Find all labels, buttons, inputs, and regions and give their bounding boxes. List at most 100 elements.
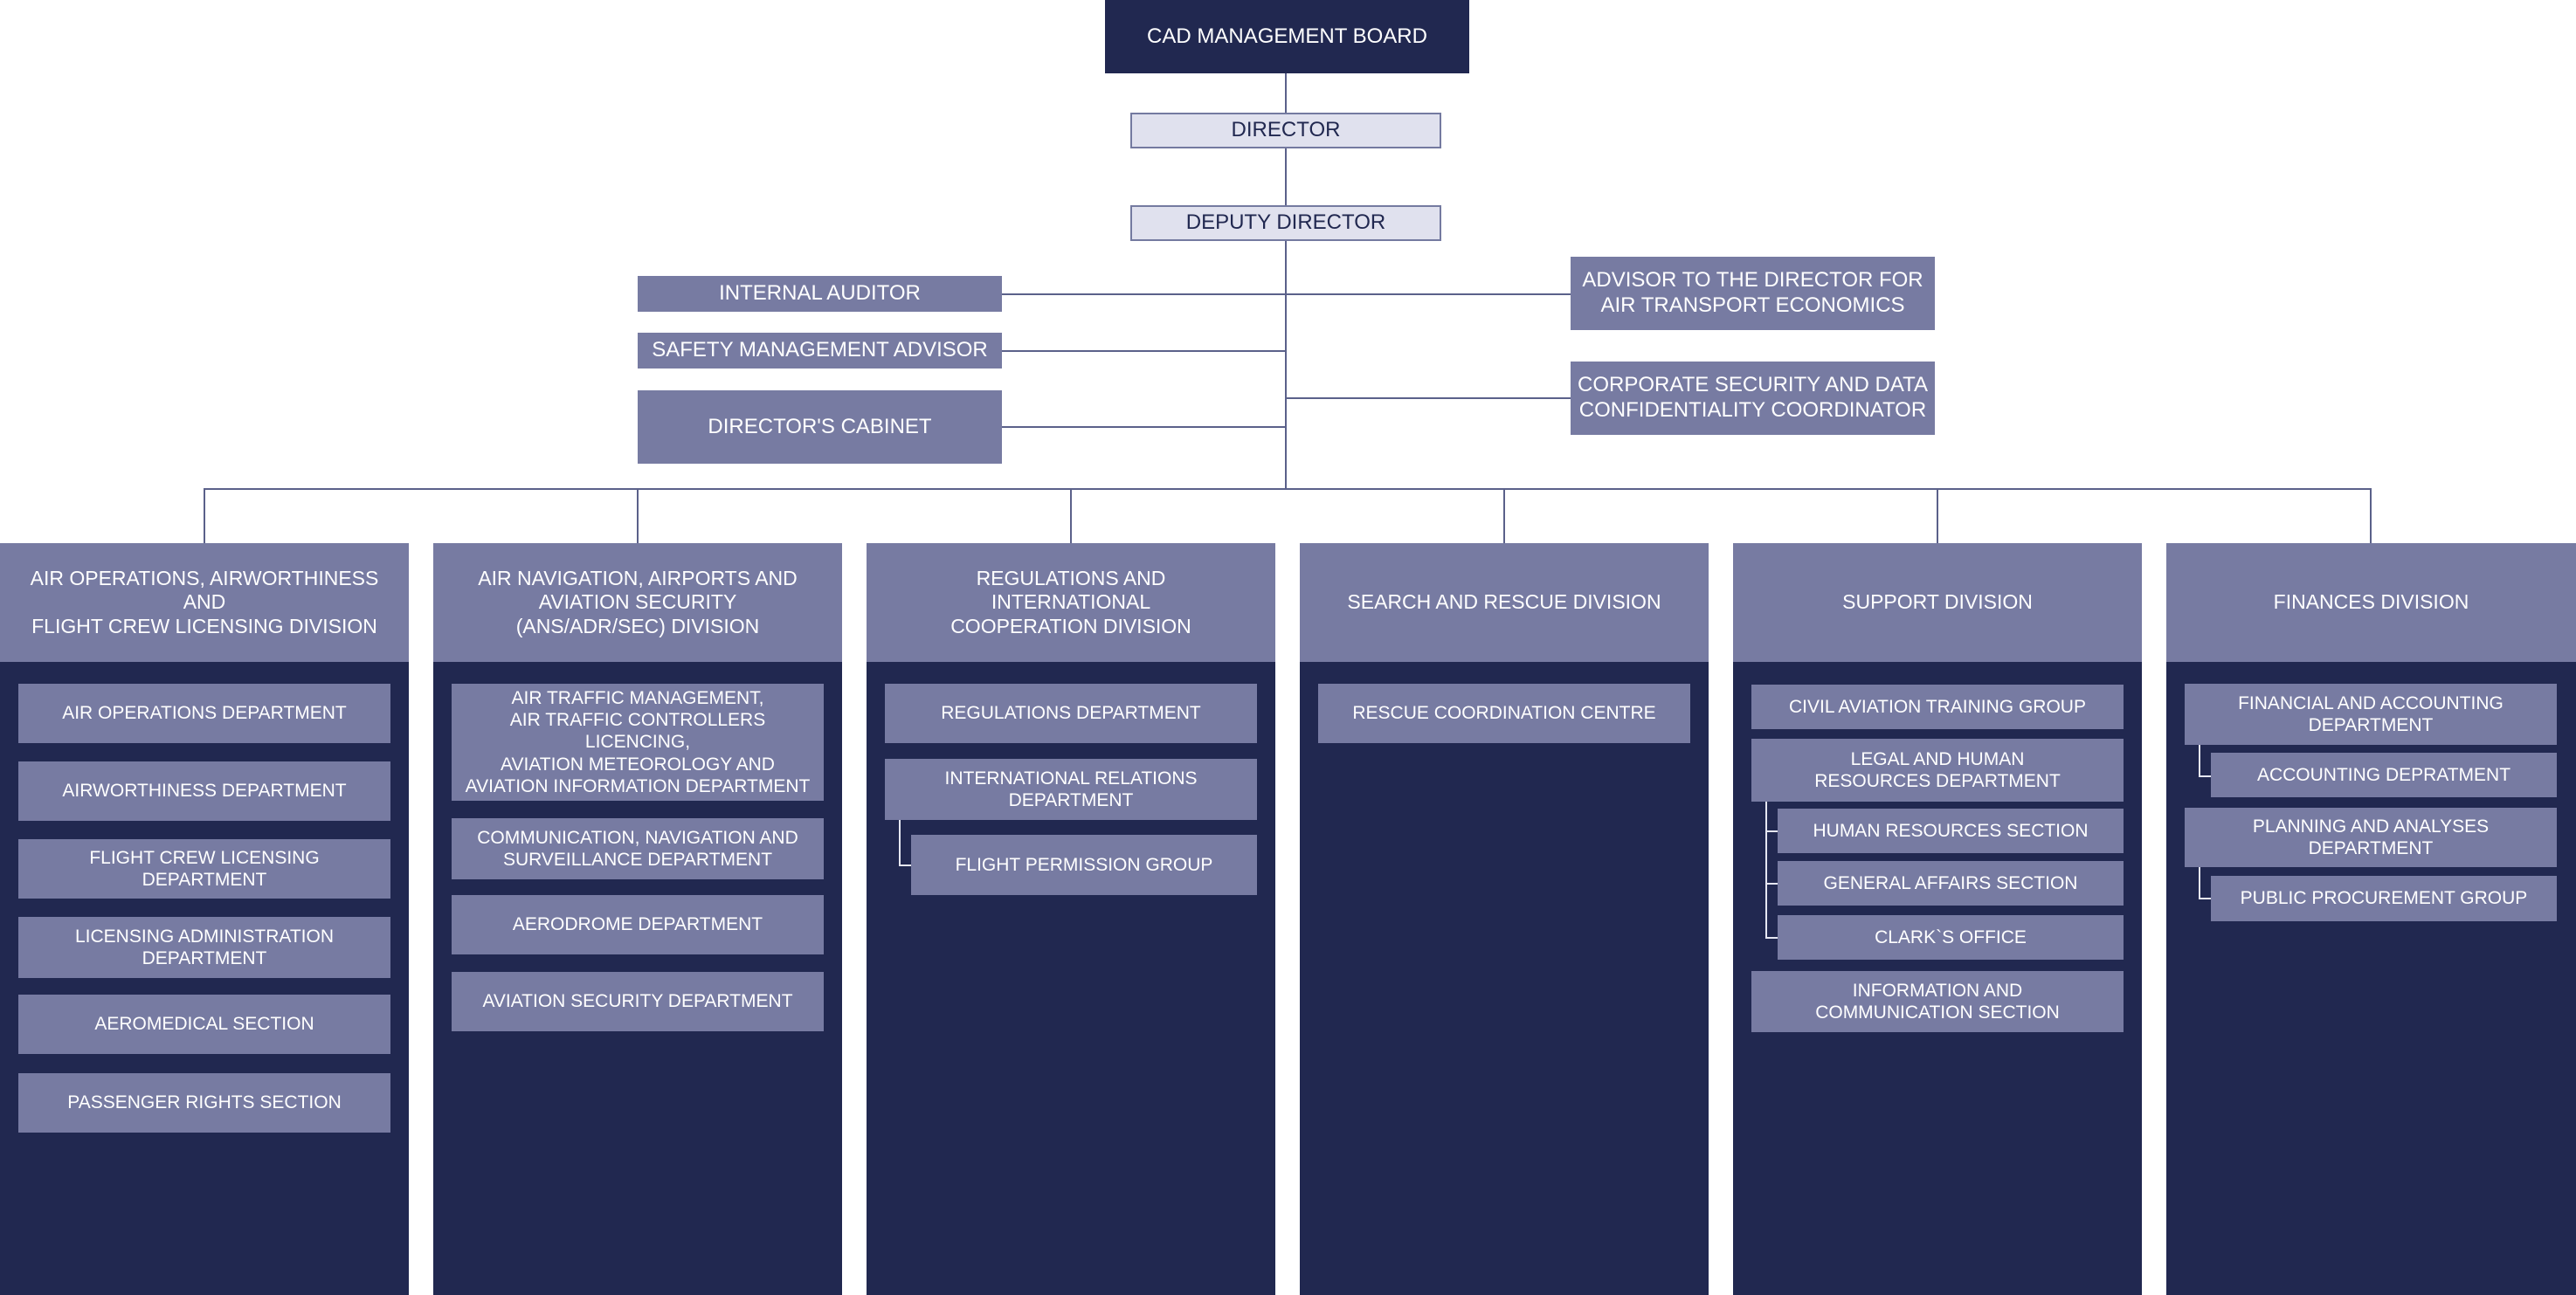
management-board-box: CAD MANAGEMENT BOARD xyxy=(1105,0,1469,73)
department-box: AIRWORTHINESS DEPARTMENT xyxy=(18,761,390,821)
connector xyxy=(204,488,205,544)
department-label: LEGAL AND HUMAN RESOURCES DEPARTMENT xyxy=(1814,748,2061,791)
connector xyxy=(1001,426,1286,428)
subunit-connector xyxy=(1765,802,1767,938)
division-panel xyxy=(867,543,1275,1295)
division-header: SUPPORT DIVISION xyxy=(1733,543,2142,662)
connector xyxy=(2370,488,2372,544)
section-label: GENERAL AFFAIRS SECTION xyxy=(1823,872,2078,893)
department-label: AIRWORTHINESS DEPARTMENT xyxy=(62,781,347,802)
department-label: AIR OPERATIONS DEPARTMENT xyxy=(62,703,347,724)
department-box: FLIGHT CREW LICENSING DEPARTMENT xyxy=(18,839,390,899)
subunit-connector xyxy=(1765,883,1778,885)
department-box: ACCOUNTING DEPRATMENT xyxy=(2211,753,2557,797)
division-header: AIR NAVIGATION, AIRPORTS AND AVIATION SE… xyxy=(433,543,842,662)
division-title: AIR OPERATIONS, AIRWORTHINESS AND FLIGHT… xyxy=(30,566,379,637)
department-box: REGULATIONS DEPARTMENT xyxy=(885,684,1257,743)
department-label: AIR TRAFFIC MANAGEMENT, AIR TRAFFIC CONT… xyxy=(465,688,811,796)
section-box: HUMAN RESOURCES SECTION xyxy=(1778,809,2124,853)
subunit-connector xyxy=(899,820,901,865)
department-label: FLIGHT CREW LICENSING DEPARTMENT xyxy=(89,847,320,890)
internal-auditor-label: INTERNAL AUDITOR xyxy=(719,281,921,306)
division-header: AIR OPERATIONS, AIRWORTHINESS AND FLIGHT… xyxy=(0,543,409,662)
department-label: LICENSING ADMINISTRATION DEPARTMENT xyxy=(75,926,334,968)
department-label: COMMUNICATION, NAVIGATION AND SURVEILLAN… xyxy=(477,827,798,870)
subunit-connector xyxy=(2199,775,2212,777)
group-label: PUBLIC PROCUREMENT GROUP xyxy=(2240,888,2528,909)
group-label: CIVIL AVIATION TRAINING GROUP xyxy=(1789,696,2086,717)
section-label: INFORMATION AND COMMUNICATION SECTION xyxy=(1815,980,2060,1023)
air-transport-economics-advisor-label: ADVISOR TO THE DIRECTOR FOR AIR TRANSPOR… xyxy=(1582,268,1923,317)
department-label: RESCUE COORDINATION CENTRE xyxy=(1352,703,1656,724)
division-header: SEARCH AND RESCUE DIVISION xyxy=(1300,543,1709,662)
connector xyxy=(1070,488,1072,544)
corporate-security-coordinator-label: CORPORATE SECURITY AND DATA CONFIDENTIAL… xyxy=(1578,373,1928,422)
department-box: PLANNING AND ANALYSES DEPARTMENT xyxy=(2185,808,2557,867)
section-box: GENERAL AFFAIRS SECTION xyxy=(1778,861,2124,906)
air-transport-economics-advisor-box: ADVISOR TO THE DIRECTOR FOR AIR TRANSPOR… xyxy=(1571,257,1935,330)
department-box: RESCUE COORDINATION CENTRE xyxy=(1318,684,1690,743)
department-box: AIR TRAFFIC MANAGEMENT, AIR TRAFFIC CONT… xyxy=(452,684,824,801)
department-box: LICENSING ADMINISTRATION DEPARTMENT xyxy=(18,917,390,978)
division-title: REGULATIONS AND INTERNATIONAL COOPERATIO… xyxy=(950,566,1191,637)
connector xyxy=(637,488,639,544)
connector xyxy=(1503,488,1505,544)
internal-auditor-box: INTERNAL AUDITOR xyxy=(638,276,1002,312)
department-label: AVIATION SECURITY DEPARTMENT xyxy=(482,991,793,1012)
connector xyxy=(1285,240,1287,489)
connector xyxy=(1285,73,1287,113)
connector xyxy=(204,488,2372,490)
safety-management-advisor-label: SAFETY MANAGEMENT ADVISOR xyxy=(652,338,988,362)
safety-management-advisor-box: SAFETY MANAGEMENT ADVISOR xyxy=(638,333,1002,369)
office-box: CLARK`S OFFICE xyxy=(1778,915,2124,960)
department-label: REGULATIONS DEPARTMENT xyxy=(941,703,1201,724)
director-label: DIRECTOR xyxy=(1231,118,1341,142)
connector xyxy=(1285,397,1572,399)
connector xyxy=(1937,488,1938,544)
director-box: DIRECTOR xyxy=(1130,113,1441,148)
office-label: CLARK`S OFFICE xyxy=(1875,926,2027,947)
department-label: PLANNING AND ANALYSES DEPARTMENT xyxy=(2252,816,2490,858)
division-title: SEARCH AND RESCUE DIVISION xyxy=(1347,590,1661,614)
corporate-security-coordinator-box: CORPORATE SECURITY AND DATA CONFIDENTIAL… xyxy=(1571,362,1935,435)
deputy-director-box: DEPUTY DIRECTOR xyxy=(1130,205,1441,241)
section-label: AEROMEDICAL SECTION xyxy=(94,1014,314,1035)
department-box: FINANCIAL AND ACCOUNTING DEPARTMENT xyxy=(2185,684,2557,745)
department-label: FINANCIAL AND ACCOUNTING DEPARTMENT xyxy=(2238,692,2503,735)
department-box: COMMUNICATION, NAVIGATION AND SURVEILLAN… xyxy=(452,818,824,879)
connector xyxy=(1001,293,1572,295)
subunit-connector xyxy=(2199,745,2200,776)
division-panel xyxy=(1300,543,1709,1295)
connector xyxy=(1285,148,1287,205)
group-box: PUBLIC PROCUREMENT GROUP xyxy=(2211,876,2557,921)
subunit-connector xyxy=(1765,937,1778,939)
group-box: CIVIL AVIATION TRAINING GROUP xyxy=(1751,685,2124,729)
subunit-connector xyxy=(1765,830,1778,832)
department-box: LEGAL AND HUMAN RESOURCES DEPARTMENT xyxy=(1751,739,2124,802)
subunit-connector xyxy=(2199,867,2200,899)
subunit-connector xyxy=(2199,898,2212,899)
connector xyxy=(1001,350,1286,352)
section-label: HUMAN RESOURCES SECTION xyxy=(1813,820,2089,841)
division-title: AIR NAVIGATION, AIRPORTS AND AVIATION SE… xyxy=(478,566,798,637)
department-label: AERODROME DEPARTMENT xyxy=(512,914,763,935)
division-header: REGULATIONS AND INTERNATIONAL COOPERATIO… xyxy=(867,543,1275,662)
section-label: PASSENGER RIGHTS SECTION xyxy=(67,1092,342,1113)
department-label: INTERNATIONAL RELATIONS DEPARTMENT xyxy=(944,768,1198,810)
directors-cabinet-label: DIRECTOR'S CABINET xyxy=(708,414,932,438)
division-title: FINANCES DIVISION xyxy=(2273,590,2469,614)
department-box: AIR OPERATIONS DEPARTMENT xyxy=(18,684,390,743)
group-box: FLIGHT PERMISSION GROUP xyxy=(911,835,1257,895)
deputy-director-label: DEPUTY DIRECTOR xyxy=(1185,210,1386,235)
division-header: FINANCES DIVISION xyxy=(2166,543,2576,662)
department-box: AVIATION SECURITY DEPARTMENT xyxy=(452,972,824,1031)
section-box: INFORMATION AND COMMUNICATION SECTION xyxy=(1751,971,2124,1032)
department-label: ACCOUNTING DEPRATMENT xyxy=(2256,764,2511,785)
group-label: FLIGHT PERMISSION GROUP xyxy=(955,854,1213,875)
directors-cabinet-box: DIRECTOR'S CABINET xyxy=(638,390,1002,464)
subunit-connector xyxy=(899,864,912,866)
department-box: AERODROME DEPARTMENT xyxy=(452,895,824,954)
section-box: PASSENGER RIGHTS SECTION xyxy=(18,1073,390,1133)
section-box: AEROMEDICAL SECTION xyxy=(18,995,390,1054)
